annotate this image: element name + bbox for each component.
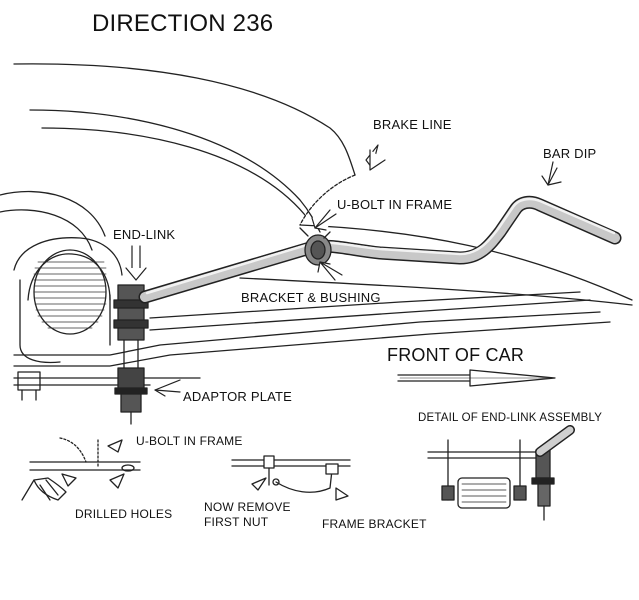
- bracket-bushing: [299, 227, 332, 266]
- end-link-assembly: [113, 284, 149, 425]
- bracket-bushing-label: BRACKET & BUSHING: [241, 290, 381, 305]
- u-bolt-in-frame-label: U-BOLT IN FRAME: [337, 197, 453, 212]
- first-nut-label: FIRST NUT: [204, 515, 269, 529]
- detail-frame-bracket: [231, 455, 351, 501]
- front-of-car-arrow: [397, 369, 556, 387]
- sway-bar: [138, 195, 622, 304]
- detail-drilled-holes: [21, 437, 141, 501]
- now-remove-label: NOW REMOVE: [204, 500, 291, 514]
- end-link-label: END-LINK: [113, 227, 176, 242]
- drilled-holes-label: DRILLED HOLES: [75, 507, 173, 521]
- diagram-title: DIRECTION 236: [92, 10, 274, 37]
- wheel-tire: [13, 237, 123, 364]
- axle-frame-lines: [13, 291, 611, 401]
- brake-line-label: BRAKE LINE: [373, 117, 452, 132]
- pointer-arrows: [125, 144, 562, 397]
- adaptor-plate-label: ADAPTOR PLATE: [183, 389, 293, 404]
- car-body-outline: [0, 63, 633, 306]
- detail-end-link-assembly: [427, 425, 575, 521]
- u-bolt-in-frame-detail-label: U-BOLT IN FRAME: [136, 434, 243, 448]
- bar-dip-label: BAR DIP: [543, 146, 597, 161]
- front-of-car-label: FRONT OF CAR: [387, 345, 525, 365]
- detail-end-link-label: DETAIL OF END-LINK ASSEMBLY: [418, 412, 603, 424]
- frame-bracket-label: FRAME BRACKET: [322, 517, 427, 531]
